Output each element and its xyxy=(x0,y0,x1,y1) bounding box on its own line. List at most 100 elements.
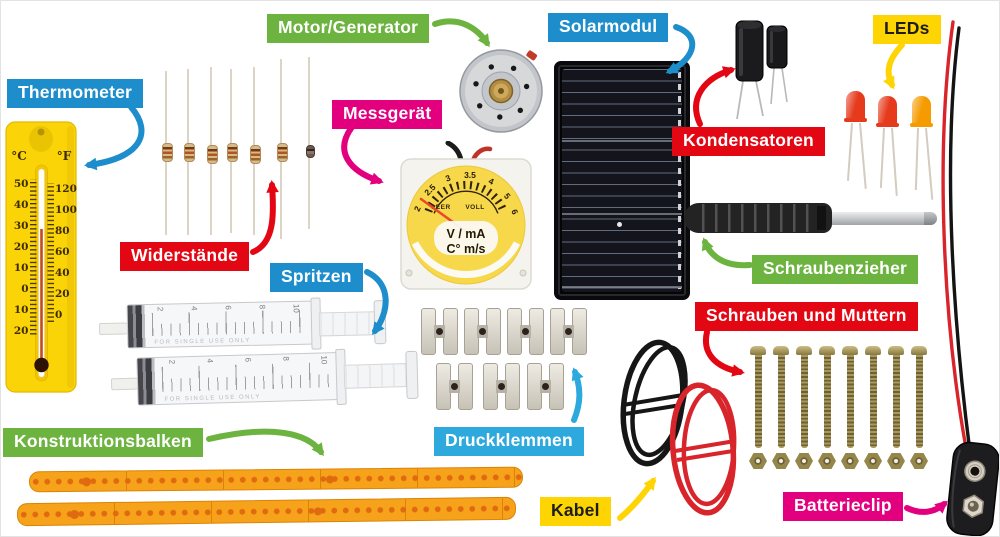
screw xyxy=(911,346,927,448)
screw xyxy=(819,346,835,448)
screw xyxy=(865,346,881,448)
scale-number: 80 xyxy=(55,225,70,237)
capacitor-small xyxy=(766,25,788,105)
screw-head xyxy=(796,346,812,355)
screw-head xyxy=(888,346,904,355)
screw xyxy=(773,346,789,448)
meter-face-rim xyxy=(411,241,521,278)
nut xyxy=(887,453,905,469)
led-flange xyxy=(876,123,899,127)
syringe-number: 10 xyxy=(319,355,329,365)
led-flange xyxy=(910,123,933,127)
cable-tie xyxy=(624,403,682,416)
capacitor-leg xyxy=(770,67,775,105)
thermometer-graphic: °C °F 50 40 30 20 10 0 10 20 120 100 80 … xyxy=(5,121,77,393)
nut xyxy=(841,453,859,469)
clamp-screw xyxy=(436,328,443,335)
resistor-body xyxy=(276,143,288,162)
syringe-tip xyxy=(110,377,140,391)
cable-tie xyxy=(676,449,734,462)
thermometer-bulb xyxy=(34,357,49,373)
syringe-number: 4 xyxy=(189,305,199,311)
meter-wire-black xyxy=(445,141,464,163)
led xyxy=(876,96,899,196)
led-leg xyxy=(914,127,919,190)
clamp xyxy=(421,308,458,355)
resistor xyxy=(161,71,173,235)
motor-wire-stub xyxy=(526,50,538,61)
clamp-screw xyxy=(542,383,549,390)
screw xyxy=(750,346,766,448)
clamp-screw xyxy=(451,383,458,390)
label-leds: LEDs xyxy=(873,15,941,44)
screw-shaft xyxy=(800,355,808,448)
scale-number: 30 xyxy=(14,220,29,232)
screw-head xyxy=(773,346,789,355)
screw-shaft xyxy=(754,355,762,448)
battery-wire-black xyxy=(948,26,972,454)
clamp-screw xyxy=(522,328,529,335)
solar-cells xyxy=(562,69,682,292)
capacitors-group xyxy=(735,20,788,120)
scale-number: 0 xyxy=(21,283,28,295)
clamp xyxy=(527,363,564,410)
syringe-plunger-rod xyxy=(343,363,409,389)
syringe-number: 2 xyxy=(155,306,165,312)
hang-hole xyxy=(29,126,53,152)
messgeraet-arrow xyxy=(341,124,384,185)
capacitor-leg xyxy=(736,80,744,120)
led-leg xyxy=(859,122,867,189)
beam-2 xyxy=(16,496,517,527)
meter-scale-number: 6 xyxy=(509,208,520,216)
scale-number: 120 xyxy=(55,183,77,195)
screw-shaft xyxy=(869,355,877,448)
resistor-body xyxy=(206,145,218,164)
label-solarmodul: Solarmodul xyxy=(548,13,669,42)
meter-scale: 2 2.5 3 3.5 4 5 6 xyxy=(412,170,521,216)
scale-number: 60 xyxy=(55,246,70,258)
resistor xyxy=(206,67,218,235)
nut xyxy=(772,453,790,469)
battery-snap-hole xyxy=(970,466,980,476)
screw xyxy=(842,346,858,448)
resistor xyxy=(183,69,195,235)
konstruktionsbalken-arrow xyxy=(206,428,324,457)
screwdriver-handle xyxy=(684,203,832,233)
battery-clip-body-group xyxy=(946,441,999,536)
clamp-screw xyxy=(479,328,486,335)
screw-head xyxy=(842,346,858,355)
resistor xyxy=(305,57,315,229)
syringe-number: 2 xyxy=(167,359,177,365)
led-leg xyxy=(879,127,885,188)
schrauben-group xyxy=(746,346,931,472)
screw xyxy=(888,346,904,448)
battery-clip-body xyxy=(946,441,999,536)
clamp xyxy=(507,308,544,355)
syringe-tip xyxy=(98,322,130,336)
resistor xyxy=(276,59,288,239)
syringe-1: 2 4 6 8 10 FOR SINGLE USE ONLY xyxy=(98,296,391,354)
meter-scale-number: 3.5 xyxy=(464,170,476,180)
scale-number: 20 xyxy=(14,325,29,337)
syringe-seal xyxy=(127,305,149,348)
clamp-plate xyxy=(549,363,564,410)
label-konstruktionsbalken: Konstruktionsbalken xyxy=(3,428,203,457)
scale-number: 20 xyxy=(55,288,70,300)
clamp-plate xyxy=(458,363,473,410)
syringe-plunger-cap xyxy=(373,300,387,345)
label-motor-generator: Motor/Generator xyxy=(267,14,430,43)
leds-arrow xyxy=(883,42,905,90)
leds-group xyxy=(844,89,939,200)
clamp-screw xyxy=(565,328,572,335)
label-spritzen: Spritzen xyxy=(270,263,363,292)
meter-label-plate xyxy=(434,221,498,255)
nut xyxy=(818,453,836,469)
syringe-number: 6 xyxy=(223,305,233,310)
led-dome xyxy=(846,91,865,121)
clamp-plate xyxy=(572,308,587,355)
syringe-number: 4 xyxy=(205,358,215,364)
resistor xyxy=(249,67,261,235)
label-thermometer: Thermometer xyxy=(7,79,144,108)
meter-scale-number: 3 xyxy=(444,173,452,184)
